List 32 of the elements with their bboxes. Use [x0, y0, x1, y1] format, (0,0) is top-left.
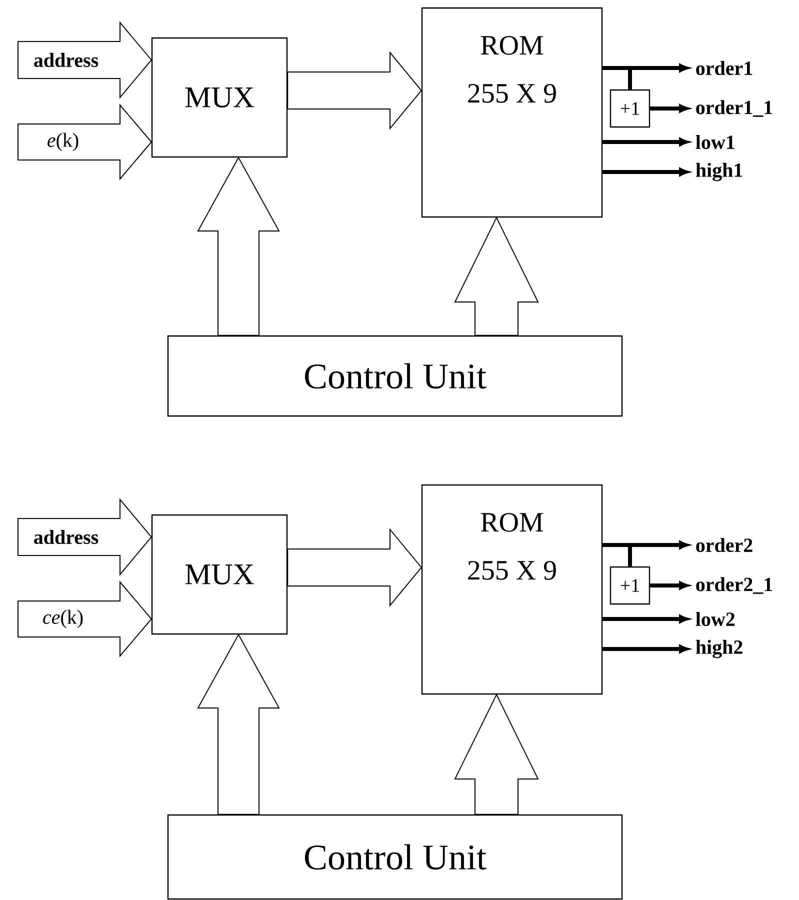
output-label: high2: [696, 640, 742, 658]
rom-box: ROM 255 X 9: [421, 7, 603, 218]
branch-line: [602, 66, 632, 90]
mux-box: MUX: [151, 37, 288, 158]
increment-box: +1: [610, 566, 650, 605]
control-unit-box: Control Unit: [167, 814, 623, 900]
block-arrow: [287, 528, 422, 607]
input-label: address: [34, 52, 98, 68]
block-arrow: [287, 51, 422, 130]
rom-box: ROM 255 X 9: [421, 484, 603, 695]
mux-box: MUX: [151, 514, 288, 635]
block-arrow: [197, 634, 280, 815]
input-label: ce(k): [43, 610, 83, 628]
output-label: low2: [696, 612, 735, 626]
output-label: order1: [696, 60, 752, 76]
block-arrow: [18, 580, 152, 658]
output-label: order2: [696, 538, 752, 552]
block-arrow: [18, 498, 152, 576]
block-arrow: [197, 156, 280, 336]
block-arrow: [454, 693, 539, 815]
input-label: address: [34, 530, 98, 544]
block-arrow: [18, 104, 152, 180]
block-arrow: [454, 216, 539, 336]
block-arrow: [18, 21, 152, 99]
control-unit-box: Control Unit: [167, 335, 623, 417]
output-label: high1: [696, 162, 742, 182]
increment-box: +1: [610, 89, 650, 128]
output-label: low1: [696, 134, 734, 150]
output-label: order1_1: [696, 100, 772, 117]
branch-line: [602, 543, 632, 566]
input-label: e(k): [48, 132, 78, 152]
output-label: order2_1: [696, 577, 772, 594]
